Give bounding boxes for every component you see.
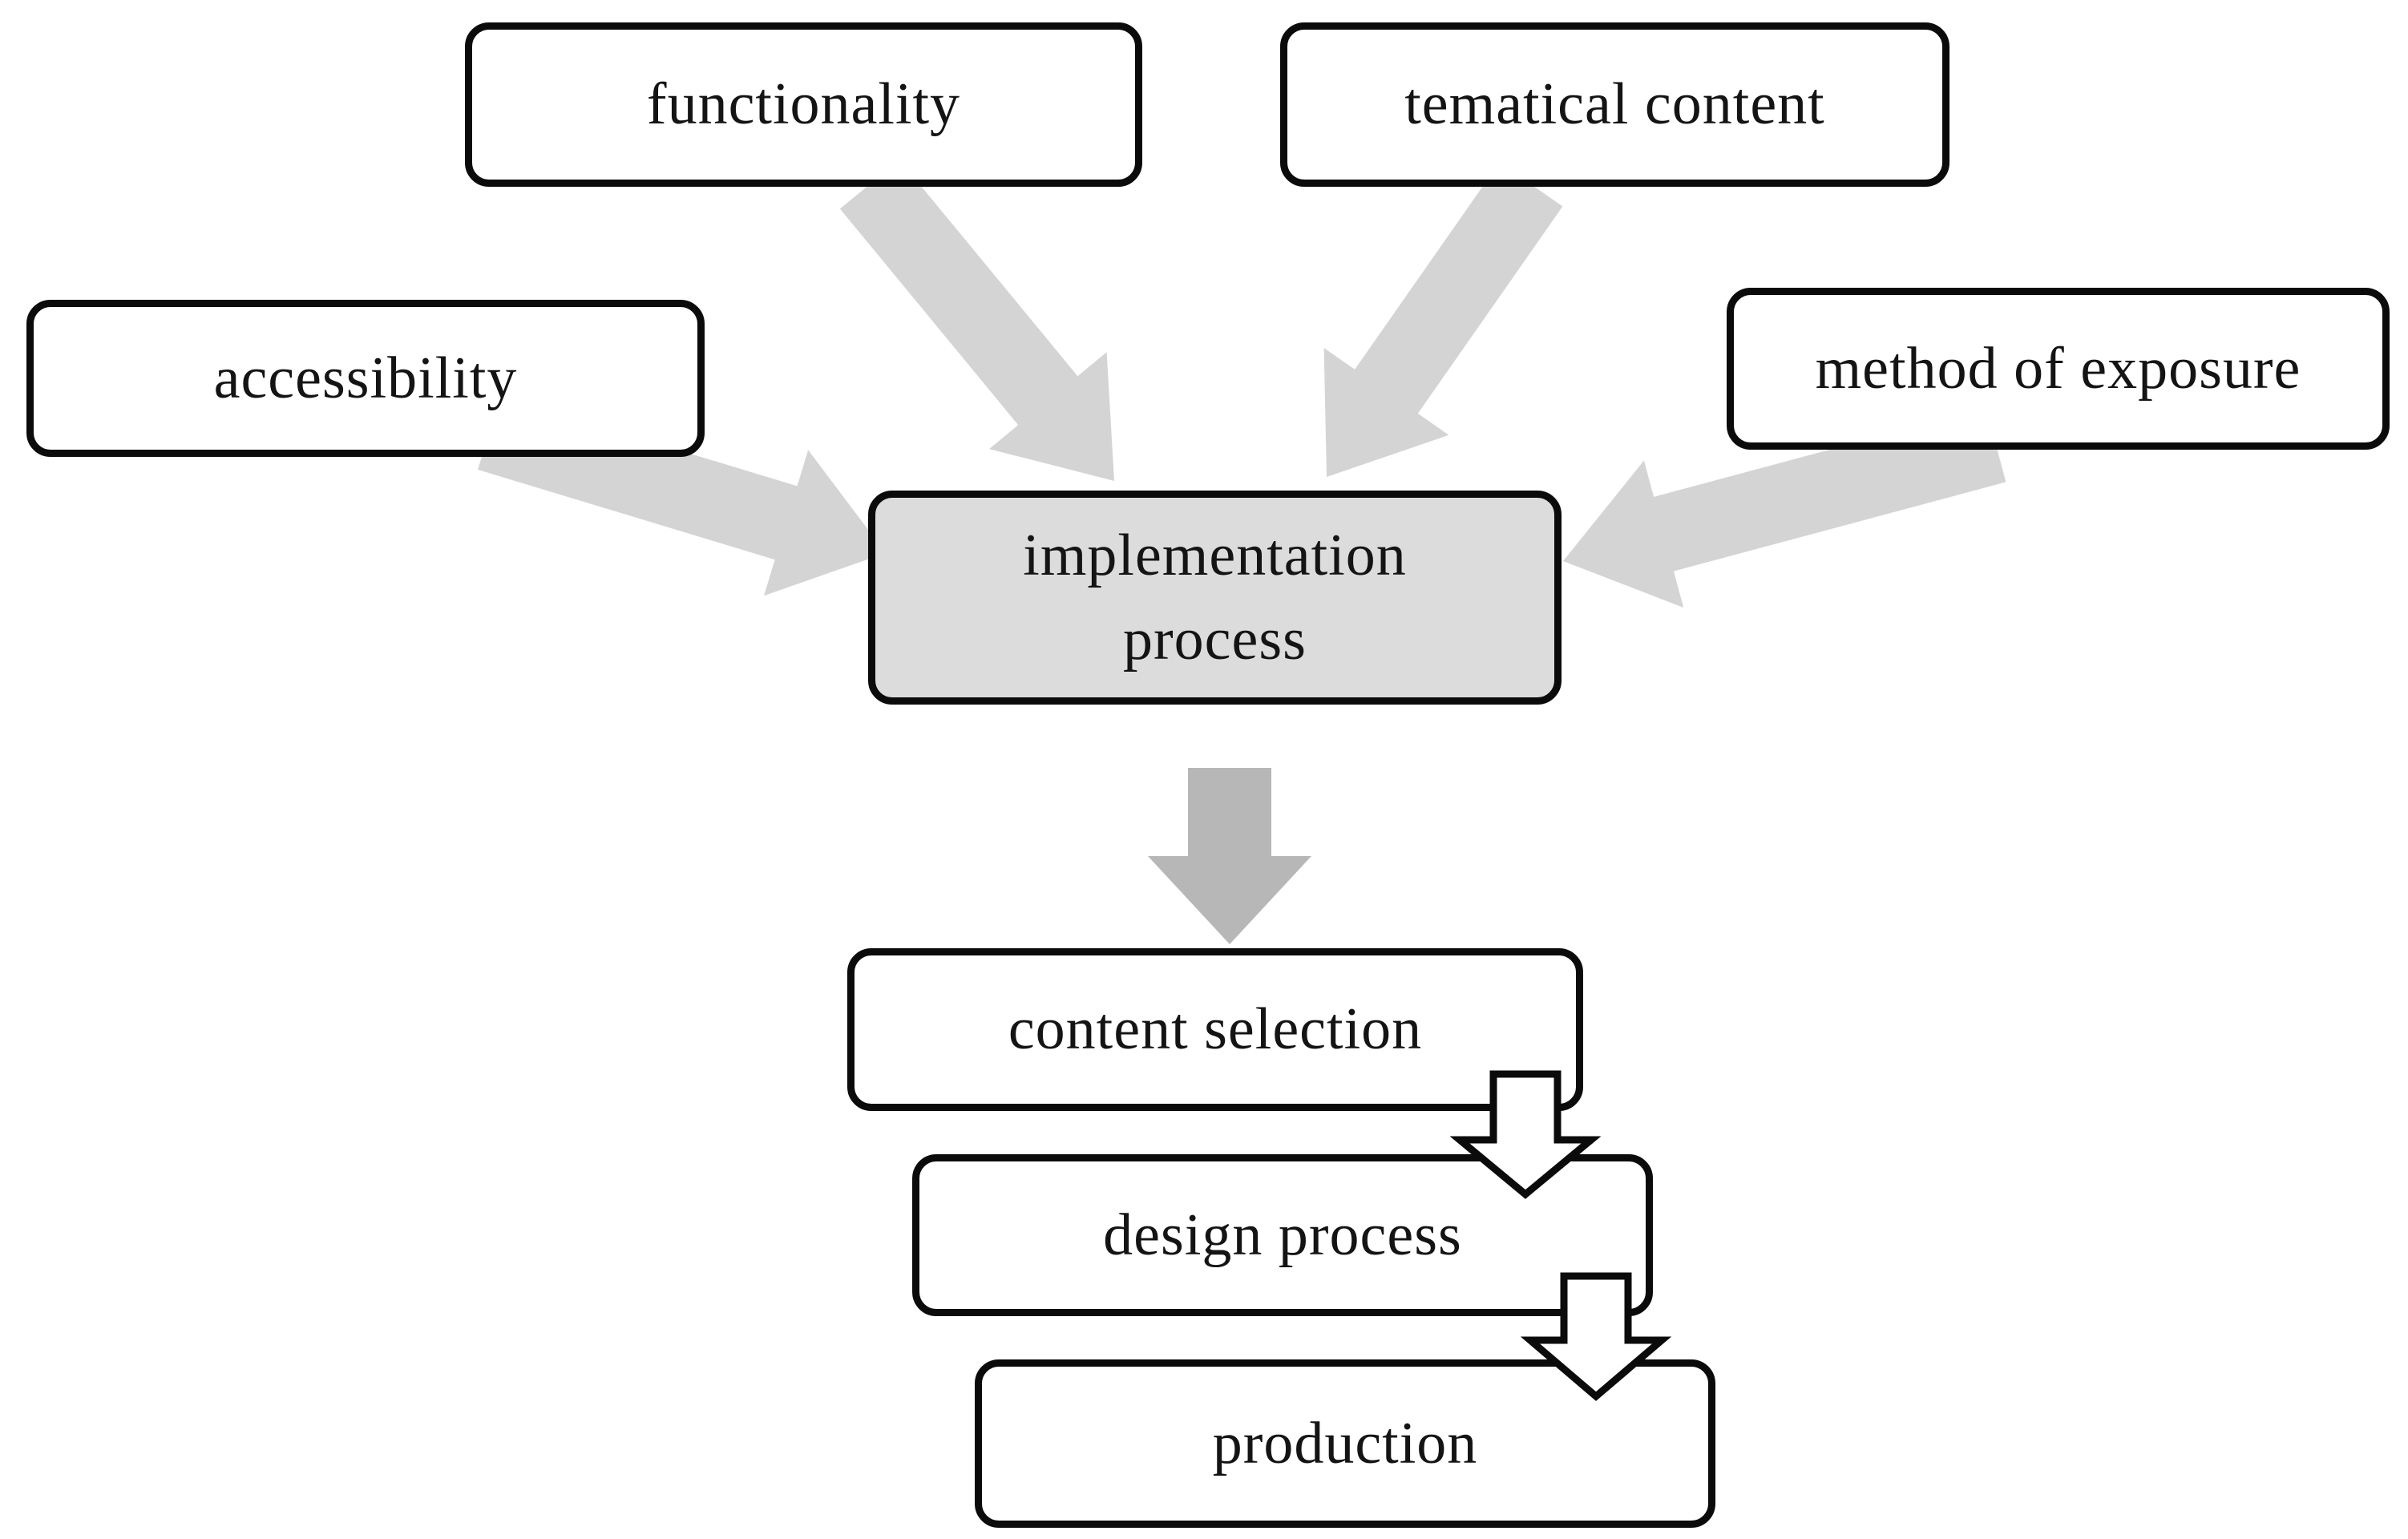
node-design-process-label: design process xyxy=(1103,1202,1462,1268)
arrow-functionality-to-implementation-icon xyxy=(839,160,1114,481)
node-tematical-content: tematical content xyxy=(1280,22,1949,187)
arrow-tematical-content-to-implementation-icon xyxy=(1323,162,1563,477)
node-tematical-content-label: tematical content xyxy=(1404,71,1825,137)
node-implementation-process: implementation process xyxy=(868,491,1562,705)
node-production-label: production xyxy=(1212,1410,1478,1476)
node-content-selection-label: content selection xyxy=(1008,996,1423,1062)
node-method-of-exposure-label: method of exposure xyxy=(1815,335,2301,402)
node-implementation-process-label: implementation process xyxy=(1023,522,1407,673)
node-content-selection: content selection xyxy=(847,948,1583,1111)
node-production: production xyxy=(975,1359,1715,1528)
node-accessibility-label: accessibility xyxy=(213,345,518,411)
node-method-of-exposure: method of exposure xyxy=(1727,288,2390,450)
node-accessibility: accessibility xyxy=(26,300,705,457)
node-functionality-label: functionality xyxy=(646,71,961,137)
arrow-implementation-to-content-selection-icon xyxy=(1148,768,1311,944)
node-functionality: functionality xyxy=(465,22,1142,187)
node-design-process: design process xyxy=(912,1154,1653,1316)
